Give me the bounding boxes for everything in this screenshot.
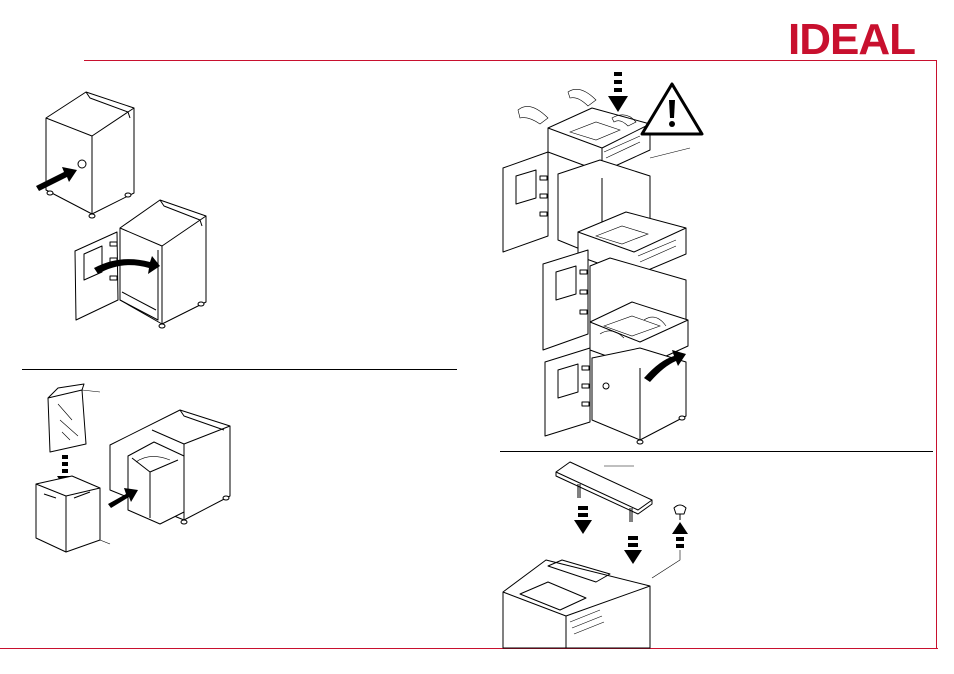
bin-in-cabinet-illustration bbox=[108, 410, 230, 524]
down-arrow-icon bbox=[608, 72, 628, 112]
top-plate-illustration bbox=[503, 462, 688, 648]
cabinet-open-illustration bbox=[75, 200, 206, 328]
cabinet-closed-illustration bbox=[36, 92, 134, 218]
warning-icon bbox=[642, 84, 702, 134]
down-arrow-icon bbox=[624, 536, 642, 564]
up-arrow-icon bbox=[672, 522, 688, 548]
down-arrow-icon bbox=[574, 506, 592, 534]
bag-illustration bbox=[36, 384, 110, 552]
